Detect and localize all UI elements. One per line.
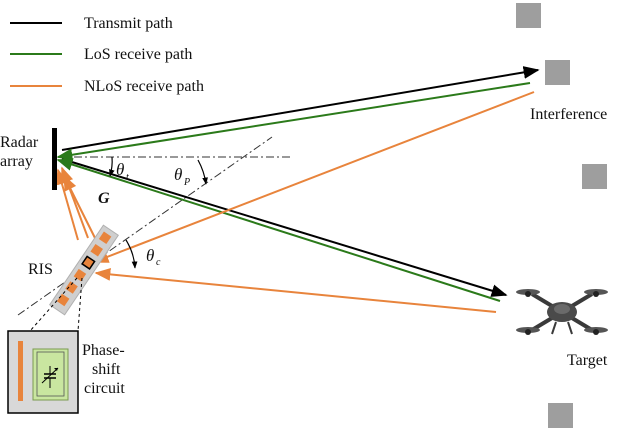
scatterer-icon [516, 3, 541, 28]
los-path-from-interference [56, 82, 531, 162]
ris-normal-line [17, 136, 273, 316]
theta-c-arc [125, 239, 138, 269]
phase-shift-circuit-icon [7, 330, 79, 414]
theta-c-label: θ [146, 246, 154, 265]
target-label: Target [567, 352, 608, 369]
channel-matrix-label: G [98, 190, 110, 207]
legend-los-label: LoS receive path [84, 46, 192, 63]
radar-array-icon [52, 128, 57, 190]
radar-label-line1: Radar [0, 134, 39, 151]
nlos-path-target-to-ris [94, 268, 497, 313]
ris-label: RIS [28, 261, 53, 278]
phase-shift-label-line2: shift [92, 361, 121, 378]
theta-c-subscript: c [156, 257, 161, 268]
ris-panel-icon [49, 224, 119, 316]
theta-p-subscript: P [183, 177, 190, 188]
phase-shift-label-line3: circuit [84, 380, 125, 397]
legend-nlos-label: NLoS receive path [84, 78, 204, 95]
phase-shift-label-line1: Phase- [82, 342, 125, 359]
theta-p-arc [197, 159, 208, 185]
radar-label-line2: array [0, 153, 33, 170]
nlos-path-interference-to-ris [92, 91, 535, 263]
transmit-path-to-target [61, 158, 508, 297]
drone-icon [516, 289, 608, 335]
scatterer-icon [582, 164, 607, 189]
theta-t-label: θ [116, 160, 124, 179]
interference-label: Interference [530, 106, 607, 123]
transmit-path-to-interference [61, 66, 540, 151]
legend-transmit-label: Transmit path [84, 15, 173, 32]
scatterer-icon [548, 403, 573, 428]
ris-element-callout [77, 277, 83, 332]
theta-p-label: θ [174, 165, 182, 184]
theta-t-subscript: t [126, 172, 129, 183]
scatterer-icon [545, 60, 570, 85]
legend: Transmit path LoS receive path NLoS rece… [10, 15, 204, 95]
nlos-path-ris-to-radar-3 [63, 174, 97, 241]
los-path-from-target [56, 158, 501, 302]
theta-t-arc [109, 156, 115, 177]
